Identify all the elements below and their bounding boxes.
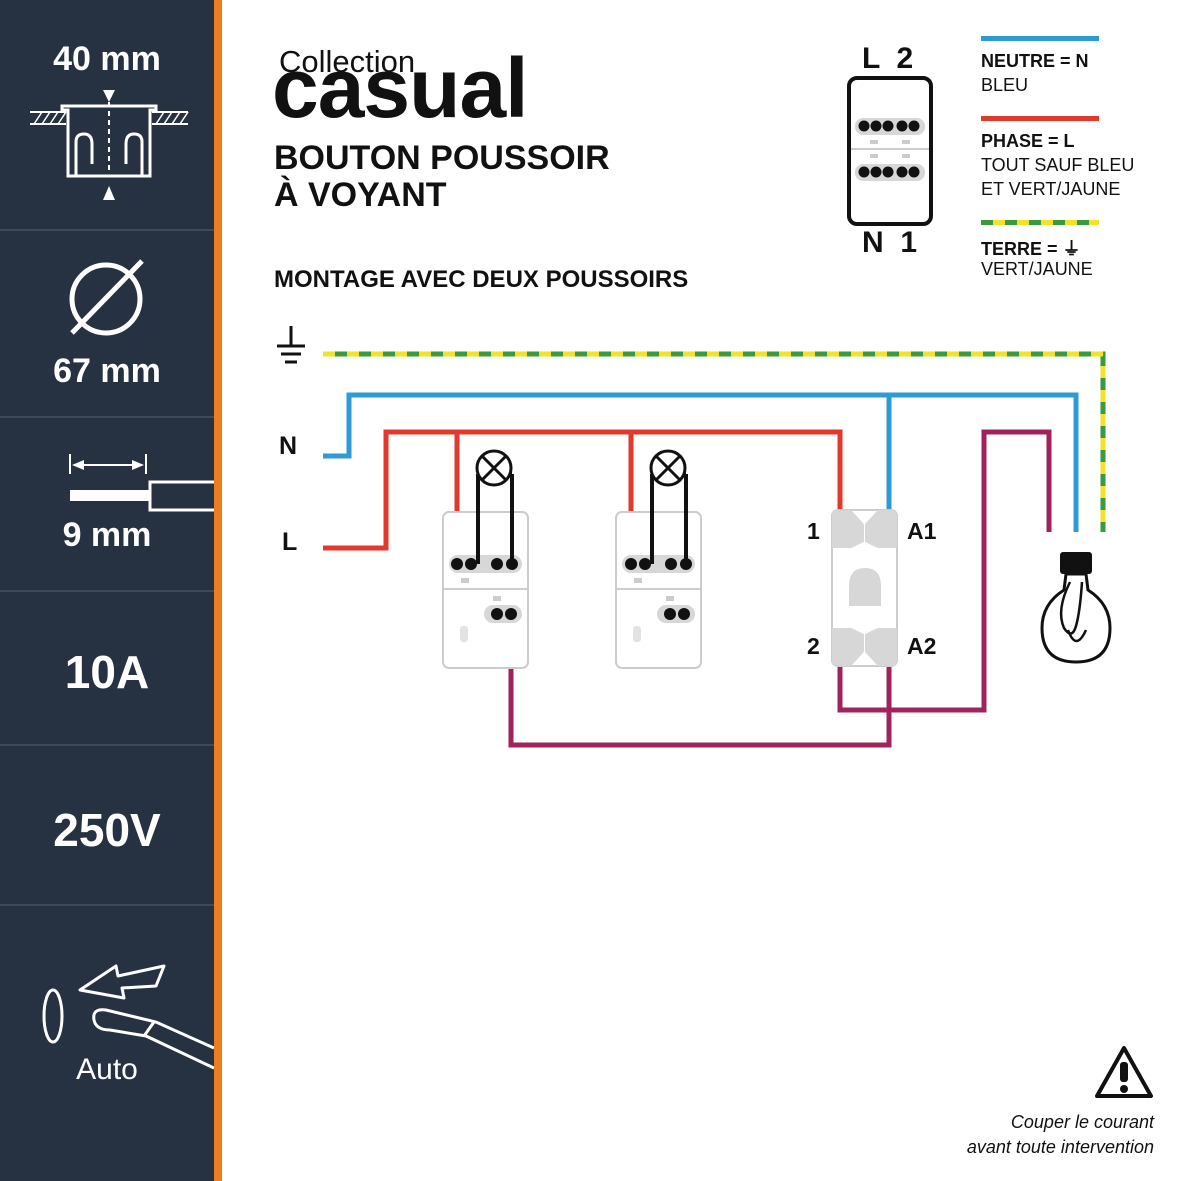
earth-symbol-icon	[277, 326, 305, 364]
legend-phase-line	[981, 116, 1099, 121]
spec-connection: Auto	[76, 1053, 138, 1086]
phase-wire	[323, 429, 843, 551]
warning-icon	[1095, 1046, 1153, 1098]
relay-terminal-2: 2	[807, 633, 820, 659]
legend-neutral-desc: BLEU	[981, 75, 1029, 95]
product-title-line2: À VOYANT	[274, 176, 447, 214]
sidebar-divider	[0, 590, 214, 592]
lamp-feed-wire	[837, 429, 1052, 713]
spec-diameter: 67 mm	[53, 352, 161, 390]
spec-current: 10A	[64, 646, 150, 698]
relay-module	[831, 509, 898, 667]
mounting-box-icon	[30, 90, 189, 200]
safety-warning-line2: avant toute intervention	[966, 1137, 1154, 1157]
terminal-top-labels: L 2	[862, 42, 914, 75]
pushbutton-module-2	[615, 472, 702, 669]
legend-phase-desc-line2: ET VERT/JAUNE	[981, 179, 1121, 199]
neutral-wire	[323, 392, 1079, 532]
spec-voltage: 250V	[53, 804, 161, 856]
brand-logo: casual	[272, 41, 529, 135]
relay-terminal-a1: A1	[907, 518, 937, 544]
safety-warning: Couper le courant avant toute interventi…	[967, 1110, 1154, 1160]
legend-phase-title: PHASE = L	[981, 131, 1075, 151]
phase-input-label: L	[282, 528, 298, 556]
diagram-subtitle: MONTAGE AVEC DEUX POUSSOIRS	[274, 266, 689, 293]
legend-neutral-title: NEUTRE = N	[981, 51, 1089, 71]
sidebar-divider	[0, 229, 214, 231]
diameter-icon	[69, 259, 144, 336]
earth-wire-stripe	[323, 351, 1106, 532]
sidebar-divider	[0, 904, 214, 906]
collection-label: Collection	[279, 44, 416, 79]
product-title: BOUTON POUSSOIR À VOYANT	[274, 140, 610, 214]
relay-terminal-1: 1	[807, 518, 820, 544]
terminal-block-icon	[847, 76, 933, 226]
accent-bar	[214, 0, 222, 1181]
relay-terminal-a2: A2	[907, 633, 937, 659]
legend-neutral-line	[981, 36, 1099, 41]
indicator-lamp-1-icon	[475, 449, 513, 487]
sidebar-divider	[0, 416, 214, 418]
legend-earth-line	[981, 220, 1099, 225]
legend-earth-desc: VERT/JAUNE	[981, 259, 1093, 279]
indicator-lamp-2-icon	[649, 449, 687, 487]
wire-strip-icon	[69, 454, 214, 512]
product-title-line1: BOUTON POUSSOIR	[274, 139, 610, 177]
neutral-input-label: N	[279, 432, 298, 460]
pushbutton-module-1	[442, 472, 529, 669]
legend-phase-desc-line1: TOUT SAUF BLEU	[981, 155, 1135, 175]
terminal-bottom-labels: N 1	[862, 226, 918, 259]
spec-strip-length: 9 mm	[62, 516, 152, 554]
control-wire	[508, 614, 892, 748]
sidebar-divider	[0, 744, 214, 746]
safety-warning-line1: Couper le courant	[1010, 1112, 1154, 1132]
spec-depth: 40 mm	[53, 40, 161, 78]
legend-earth-title: TERRE = ⏚	[981, 239, 1081, 259]
auto-terminal-icon	[42, 964, 214, 1070]
legend-phase-desc: TOUT SAUF BLEU ET VERT/JAUNE	[981, 153, 1134, 201]
light-bulb-icon	[1040, 552, 1112, 664]
